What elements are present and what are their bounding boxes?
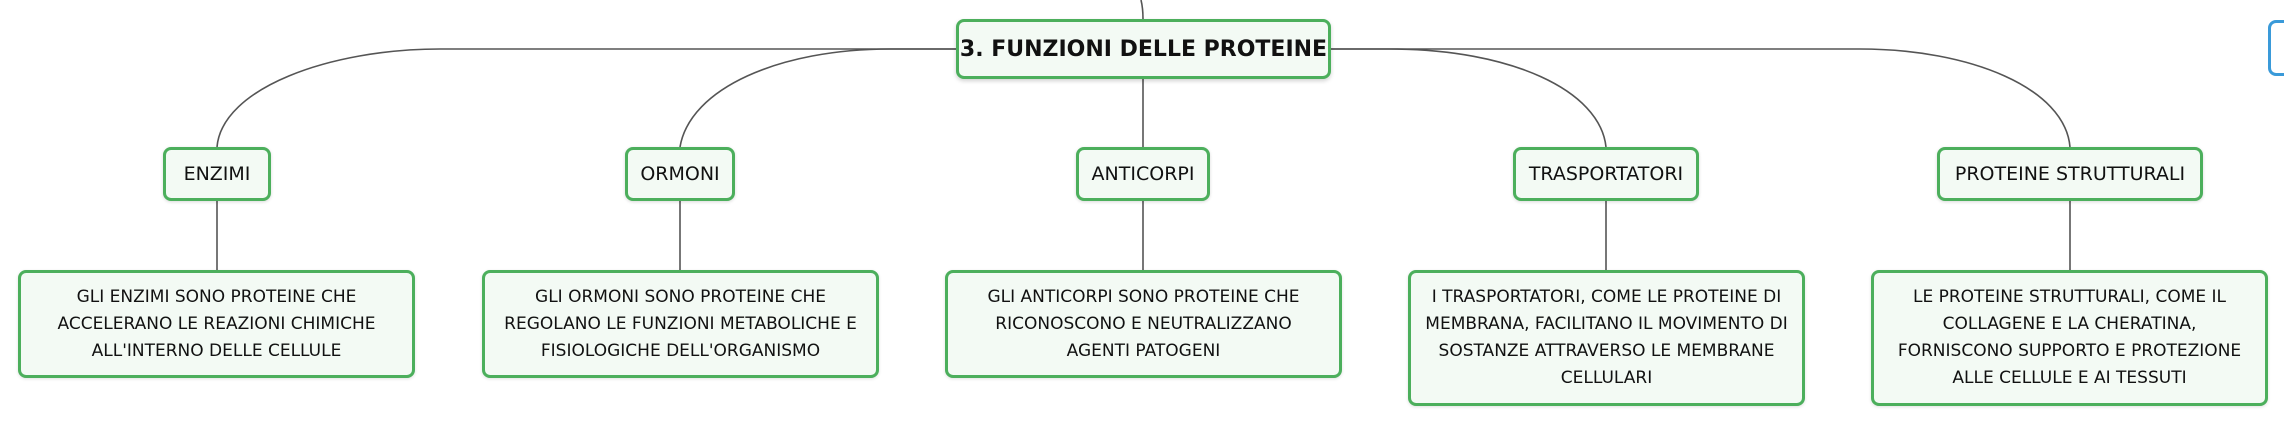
root-title: 3. FUNZIONI DELLE PROTEINE bbox=[959, 36, 1328, 62]
description-text: GLI ANTICORPI SONO PROTEINE CHE RICONOSC… bbox=[987, 286, 1300, 361]
description-node-ormoni[interactable]: GLI ORMONI SONO PROTEINE CHE REGOLANO LE… bbox=[482, 270, 879, 378]
connector-parent-root bbox=[1140, 0, 1144, 20]
branch-node-trasportatori[interactable]: TRASPORTATORI bbox=[1513, 147, 1699, 201]
root-node[interactable]: 3. FUNZIONI DELLE PROTEINE bbox=[956, 19, 1331, 79]
description-node-trasportatori[interactable]: I TRASPORTATORI, COME LE PROTEINE DI MEM… bbox=[1408, 270, 1805, 406]
branch-label: ENZIMI bbox=[183, 163, 251, 185]
description-node-proteine-strutturali[interactable]: LE PROTEINE STRUTTURALI, COME IL COLLAGE… bbox=[1871, 270, 2268, 406]
description-text: GLI ENZIMI SONO PROTEINE CHE ACCELERANO … bbox=[57, 286, 376, 361]
branch-label: PROTEINE STRUTTURALI bbox=[1954, 163, 2186, 185]
branch-label: ORMONI bbox=[640, 163, 720, 185]
connector-root-strutturali bbox=[1331, 48, 2071, 148]
branch-node-enzimi[interactable]: ENZIMI bbox=[163, 147, 271, 201]
branch-node-proteine-strutturali[interactable]: PROTEINE STRUTTURALI bbox=[1937, 147, 2203, 201]
description-node-enzimi[interactable]: GLI ENZIMI SONO PROTEINE CHE ACCELERANO … bbox=[18, 270, 415, 378]
offscreen-node[interactable] bbox=[2268, 20, 2284, 76]
description-text: I TRASPORTATORI, COME LE PROTEINE DI MEM… bbox=[1425, 287, 1788, 388]
branch-node-anticorpi[interactable]: ANTICORPI bbox=[1076, 147, 1210, 201]
branch-node-ormoni[interactable]: ORMONI bbox=[625, 147, 735, 201]
description-text: GLI ORMONI SONO PROTEINE CHE REGOLANO LE… bbox=[504, 286, 857, 361]
description-text: LE PROTEINE STRUTTURALI, COME IL COLLAGE… bbox=[1897, 287, 2242, 388]
connector-root-enzimi bbox=[216, 48, 956, 148]
branch-label: TRASPORTATORI bbox=[1528, 163, 1684, 185]
description-node-anticorpi[interactable]: GLI ANTICORPI SONO PROTEINE CHE RICONOSC… bbox=[945, 270, 1342, 378]
connector-root-trasportatori bbox=[1331, 48, 1607, 148]
connector-root-ormoni bbox=[679, 48, 956, 148]
branch-label: ANTICORPI bbox=[1091, 163, 1195, 185]
